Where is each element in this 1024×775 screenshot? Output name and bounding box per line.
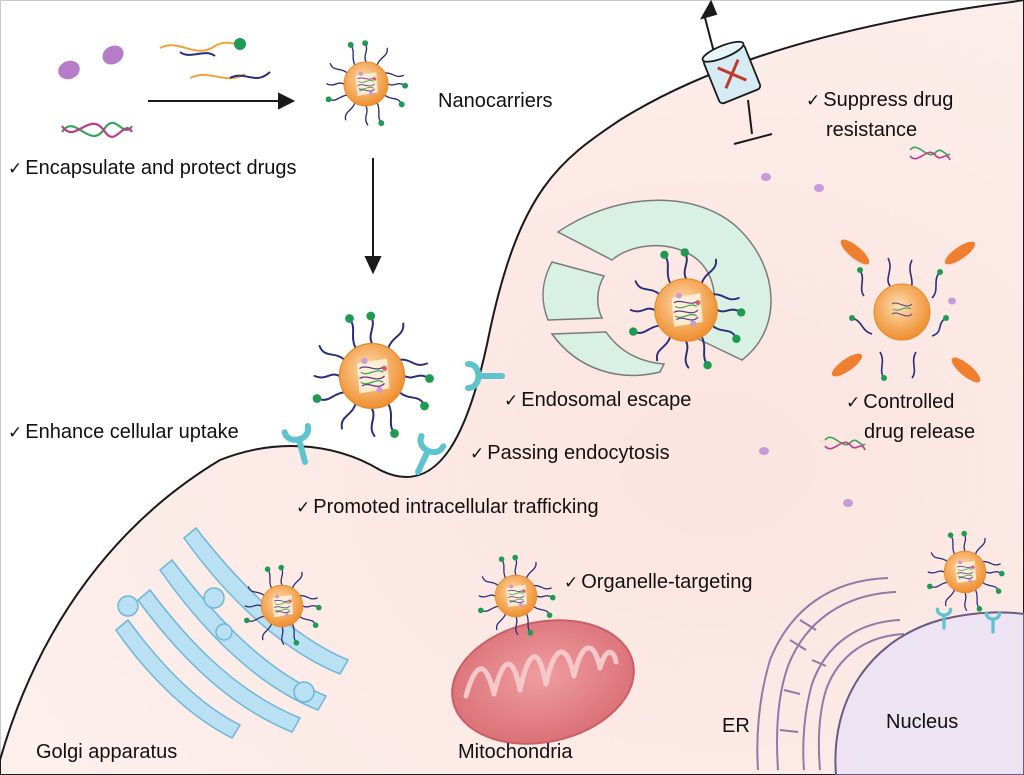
passing-endocytosis-label: Passing endocytosis (470, 441, 669, 466)
inhibition-marker (733, 99, 773, 145)
suppress-resistance-label-line2: resistance (826, 119, 918, 141)
golgi-label: Golgi apparatus (36, 741, 178, 763)
nanocarriers-label: Nanocarriers (438, 90, 553, 112)
trafficking-label: Promoted intracellular trafficking (296, 495, 598, 520)
mitochondria (451, 619, 635, 745)
free-drug-molecules (58, 38, 271, 138)
er-label: ER (722, 715, 750, 737)
arrow-icon (148, 0, 718, 275)
degrading-nanocarrier (849, 257, 949, 381)
nucleus (834, 611, 1024, 775)
encapsulate-label: Encapsulate and protect drugs (8, 156, 296, 181)
endosomal-escape-label: Endosomal escape (504, 388, 691, 413)
endosome (542, 199, 772, 377)
degraded-carrier-fragments (831, 239, 981, 383)
released-drug-particles (759, 173, 956, 507)
organelle-targeting-label: Organelle-targeting (564, 570, 752, 595)
efflux-pump-icon (701, 40, 762, 105)
dna-icon (824, 146, 951, 451)
enhance-uptake-label: Enhance cellular uptake (8, 420, 238, 445)
nucleus-label: Nucleus (886, 711, 959, 733)
controlled-release-label: Controlled (846, 390, 954, 415)
controlled-release-label-line2: drug release (864, 421, 976, 443)
suppress-resistance-label: Suppress drug (806, 88, 953, 113)
mitochondria-label: Mitochondria (458, 741, 573, 763)
endoplasmic-reticulum (756, 577, 905, 771)
golgi-apparatus (114, 526, 350, 739)
